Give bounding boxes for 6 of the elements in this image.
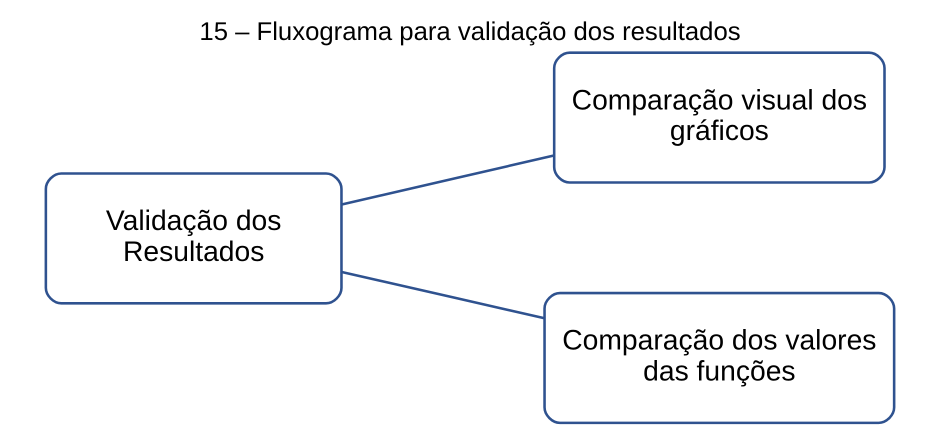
- node-box: Validação dos Resultados: [44, 172, 343, 304]
- connector: [341, 154, 554, 206]
- node-box: Comparação dos valores das funções: [543, 291, 896, 424]
- diagram-title: 15 – Fluxograma para validação dos resultados: [199, 17, 741, 46]
- connector: [341, 270, 545, 320]
- node-box: Comparação visual dos gráficos: [552, 50, 886, 184]
